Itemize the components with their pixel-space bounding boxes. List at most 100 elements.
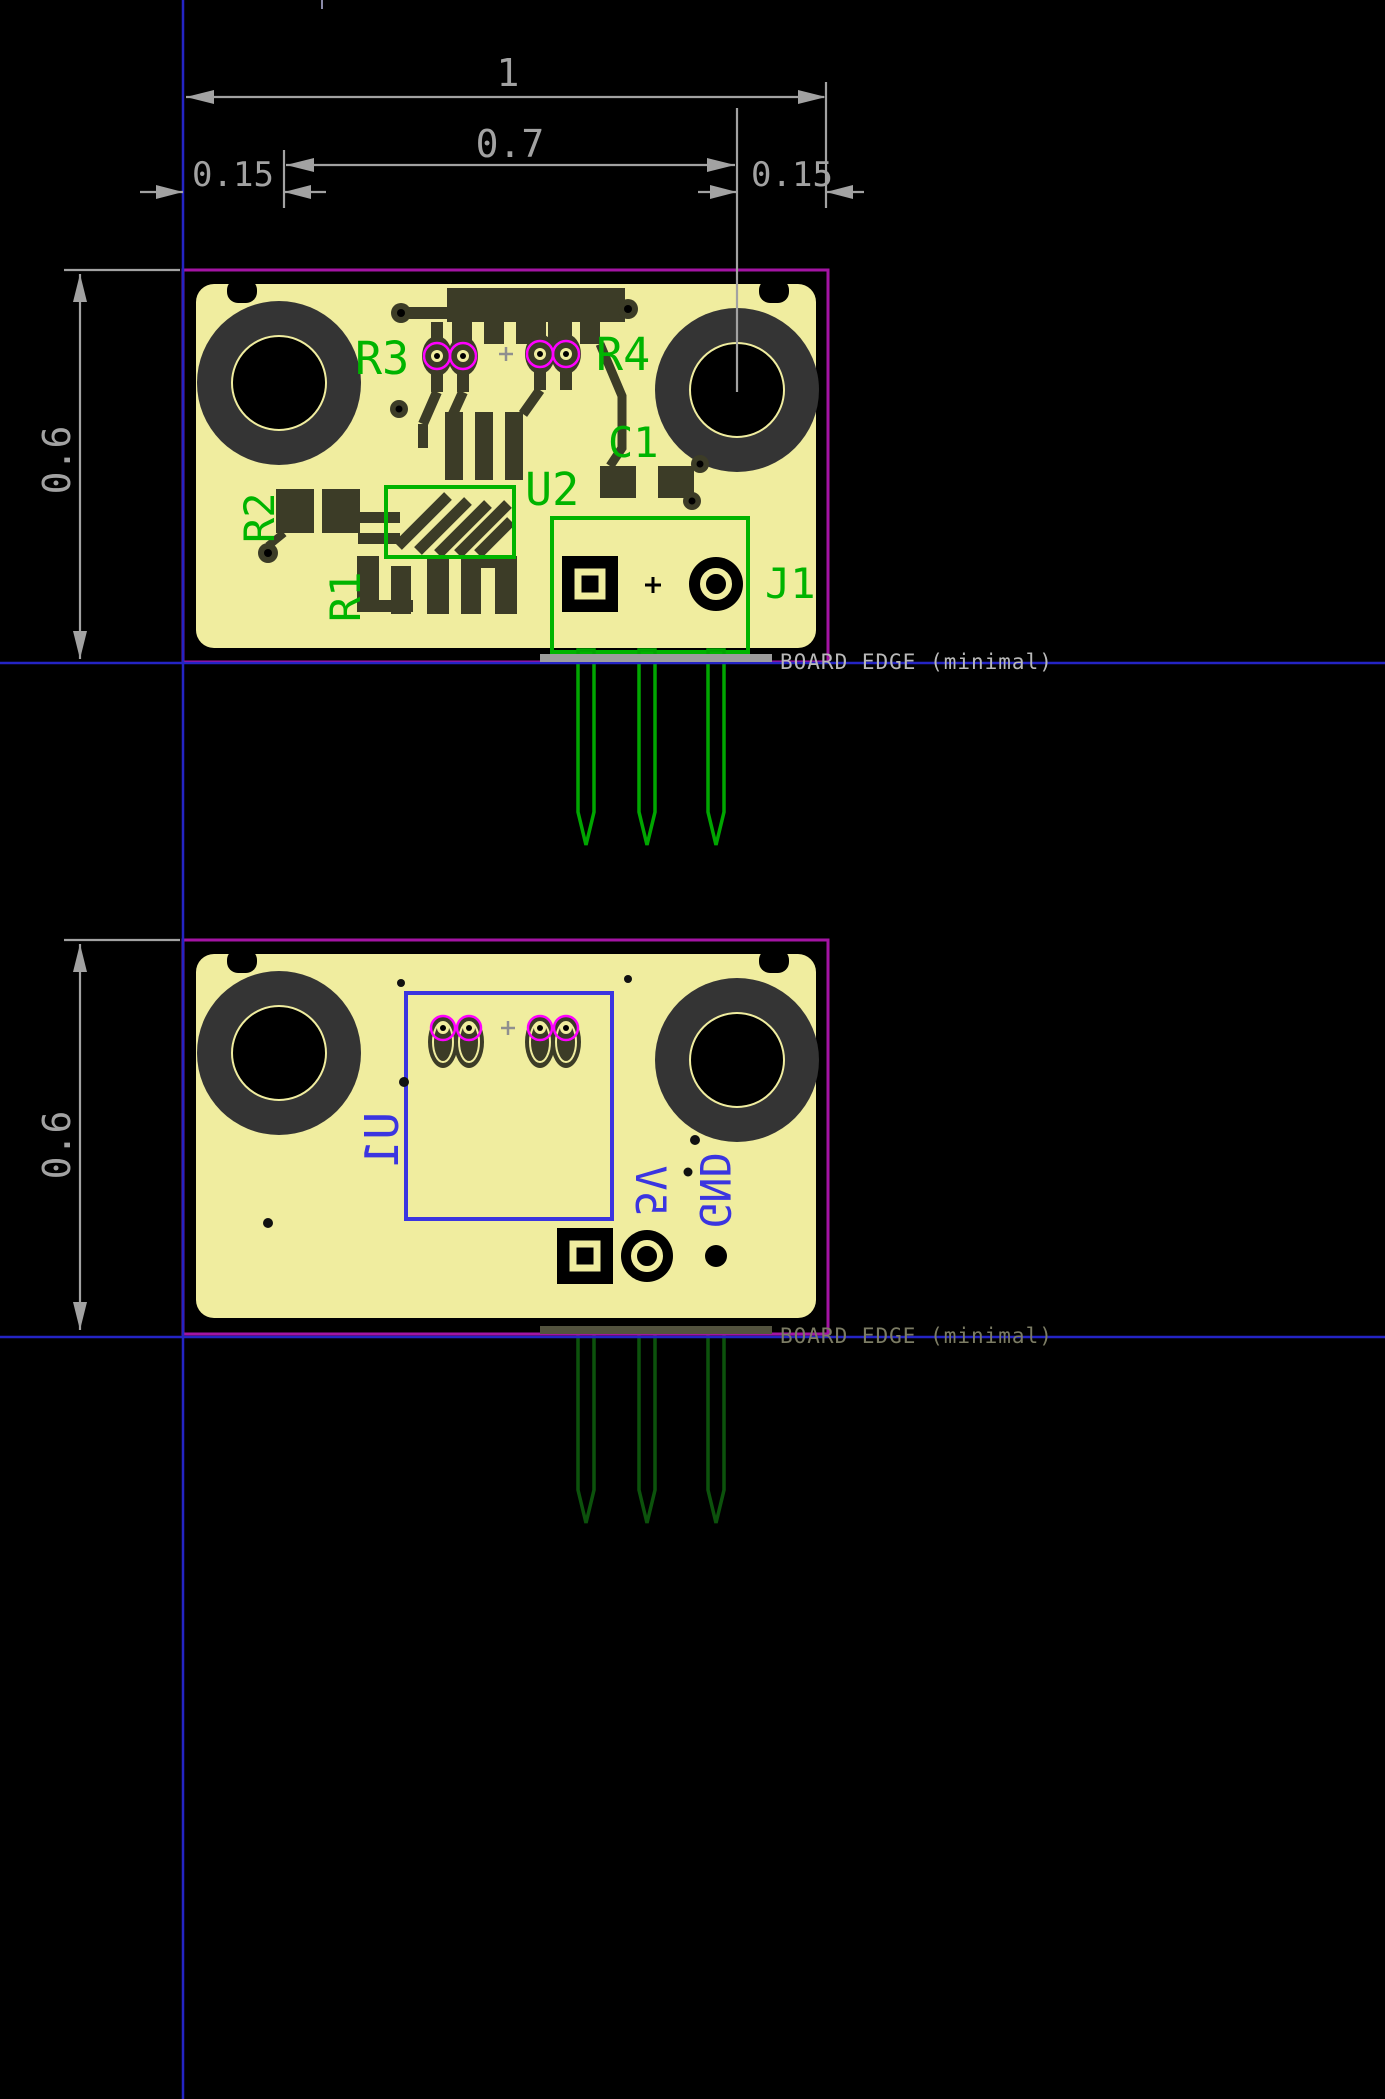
via-drill [395,405,403,413]
pad-highlight-ring [526,1014,554,1042]
j1-pads-bottom [557,1228,727,1284]
pad-drill [434,353,440,359]
ic-pad [445,412,463,480]
trace-segment [414,497,472,555]
drill-dot [624,975,632,983]
via-drill [264,549,272,557]
refdes-u1-label-mirrored: U1 [355,1112,409,1167]
refdes-r2-label: R2 [235,492,284,543]
j1-pads [562,556,743,612]
j1-round-pad-ring [631,1240,663,1272]
drill-dot [263,1218,273,1228]
drill-dot [690,1135,700,1145]
mounting-hole-left [197,301,361,465]
resistor-pad [461,566,481,614]
trace-segment [357,600,413,612]
pad-highlight-ring [551,339,581,369]
corner-relief-notch [227,949,257,973]
trace-segment [358,533,400,544]
resistor-pad [322,489,360,533]
trace-segment [560,372,572,390]
trace-segment [401,307,451,319]
board-edge-note-bottom: BOARD EDGE (minimal) [780,1324,1053,1348]
connector-pin [706,648,726,846]
arrowhead-icon [707,158,735,172]
j1-connector-outline [550,516,750,654]
pad-highlight-ring [552,1014,580,1042]
capacitor-pad [600,466,636,498]
via-drill [688,497,696,505]
trace-segment [534,320,546,338]
arrowhead-icon [798,90,826,104]
copper-traces-top [258,288,709,614]
connector-pin [637,648,657,846]
mounting-hole-ring [231,335,327,431]
trace-segment [484,288,504,344]
refdes-j1-label: J1 [765,559,816,608]
drill-dots [263,975,700,1228]
trace-segment [580,288,600,344]
trace-segment [431,322,443,338]
silkscreen-bottom-mirrored: U1 5V GND [355,1112,739,1228]
net-5v-label-mirrored: 5V [626,1165,675,1216]
resistor-pad [276,489,314,533]
arrowhead-icon [826,185,853,199]
dim-overall-width-label: 1 [497,51,520,95]
drill-dot [397,979,405,987]
drill-dot [683,1167,693,1177]
board-edge-highlight-bar [540,1326,772,1334]
trace-segment [474,517,515,558]
arrowhead-icon [73,1302,87,1330]
j1-pins-top [576,648,726,846]
resistor-pad [427,556,449,614]
arrowhead-icon [286,158,314,172]
j1-square-pad-ring [569,1240,601,1272]
board-top-view: R3 R4 C1 U2 J1 R2 R1 [196,279,819,846]
ic-pad [475,412,493,480]
arrowhead-icon [284,185,311,199]
trace-segment [434,500,492,558]
mounting-hole-drill [690,1013,784,1107]
mounting-hole-right [655,978,819,1142]
j1-square-pad [562,556,618,612]
pad-drill [537,1025,543,1031]
j1-round-pad [689,557,743,611]
j1-round-pad-ring [700,568,732,600]
corner-relief-notch [227,279,257,303]
dim-right-margin-label: 0.15 [751,155,833,195]
board-edge-note-top: BOARD EDGE (minimal) [780,650,1053,674]
trace-segment [518,387,545,417]
origin-cross-icon [501,1021,515,1035]
u1-outline-mirrored [404,991,614,1221]
refdes-c1-label: C1 [608,418,659,467]
board-edge-highlight-bar [540,654,772,662]
trace-segment [560,320,572,338]
connector-pin [576,648,596,846]
pad-drill [563,351,569,357]
u2-outline [384,485,516,559]
board-bottom-view: U1 5V GND [196,949,819,1524]
trace-segment [454,500,512,558]
trace-segment [595,342,627,469]
via-drill [397,309,405,317]
dim-board-height-bottom-label: 0.6 [35,1111,79,1180]
j1-plain-pad [705,1245,727,1267]
refdes-r3-label: R3 [355,332,409,385]
drill-dot [399,1077,409,1087]
resistor-pad [357,556,379,612]
net-gnd-label-mirrored: GND [690,1152,739,1228]
trace-segment [358,512,400,523]
ic-pad [505,412,523,480]
bottom-pads [428,1014,581,1068]
dim-pin-span-label: 0.7 [476,122,545,166]
pad-highlight-ring [455,1014,483,1042]
pad-drill [440,1025,446,1031]
trace-segment [534,372,546,390]
pad-drill [466,1025,472,1031]
via-drill [696,460,704,468]
pad-highlight-ring [448,341,478,371]
j1-square-pad-ring [574,568,606,600]
capacitor-pad [658,466,694,498]
trace-segment [394,492,452,550]
